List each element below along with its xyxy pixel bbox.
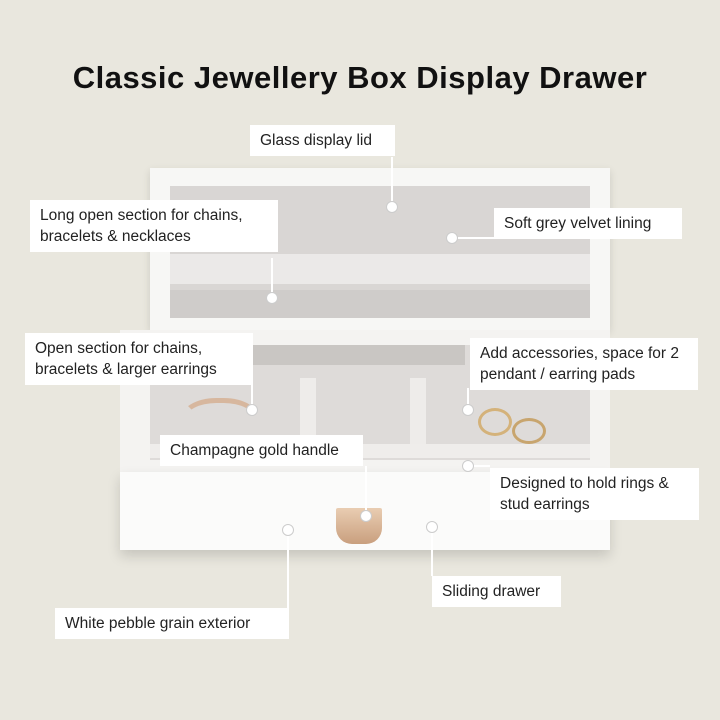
callout-glass-lid: Glass display lid bbox=[250, 125, 395, 156]
callout-dot bbox=[446, 232, 458, 244]
callout-accessories: Add accessories, space for 2 pendant / e… bbox=[470, 338, 698, 390]
callout-dot bbox=[282, 524, 294, 536]
callout-open-section: Open section for chains, bracelets & lar… bbox=[25, 333, 253, 385]
callout-handle: Champagne gold handle bbox=[160, 435, 363, 466]
callout-long-section: Long open section for chains, bracelets … bbox=[30, 200, 278, 252]
callout-dot bbox=[266, 292, 278, 304]
callout-dot bbox=[386, 201, 398, 213]
callout-exterior: White pebble grain exterior bbox=[55, 608, 289, 639]
callout-velvet-lining: Soft grey velvet lining bbox=[494, 208, 682, 239]
callout-dot bbox=[426, 521, 438, 533]
callout-dot bbox=[360, 510, 372, 522]
callout-dot bbox=[462, 404, 474, 416]
gold-handle bbox=[336, 508, 382, 544]
callout-dot bbox=[462, 460, 474, 472]
callout-rings: Designed to hold rings & stud earrings bbox=[490, 468, 699, 520]
callout-sliding-drawer: Sliding drawer bbox=[432, 576, 561, 607]
page-title: Classic Jewellery Box Display Drawer bbox=[72, 60, 648, 95]
callout-dot bbox=[246, 404, 258, 416]
